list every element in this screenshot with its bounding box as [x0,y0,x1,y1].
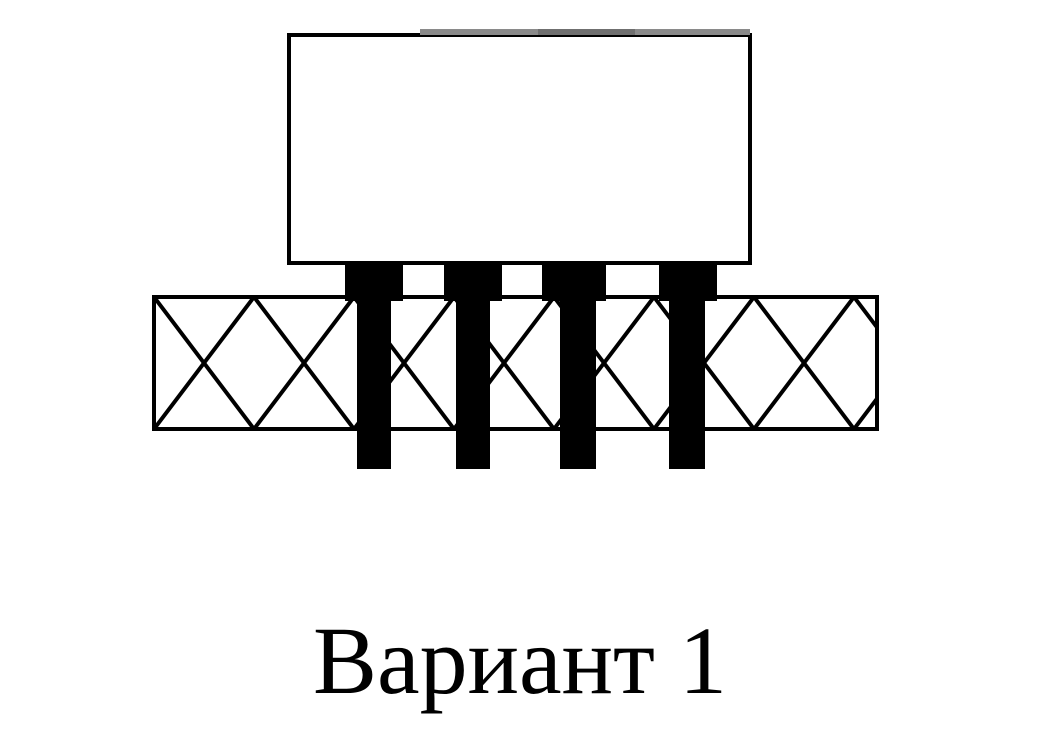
component-mounting-diagram [152,29,879,469]
pin-4-lead [669,263,705,469]
circuit-board-outline [152,295,879,431]
component-body-rect [287,33,752,265]
pin-2 [444,263,502,469]
variant-caption: Вариант 1 [313,607,727,714]
pin-4 [659,263,717,469]
pin-3-lead [560,263,596,469]
component-pins [345,263,717,469]
pin-2-lead [456,263,490,469]
component-body [287,29,752,265]
pin-1 [345,263,403,469]
circuit-board-fill [154,297,877,429]
circuit-board [152,295,879,431]
pin-3 [542,263,606,469]
pin-1-lead [357,263,391,469]
